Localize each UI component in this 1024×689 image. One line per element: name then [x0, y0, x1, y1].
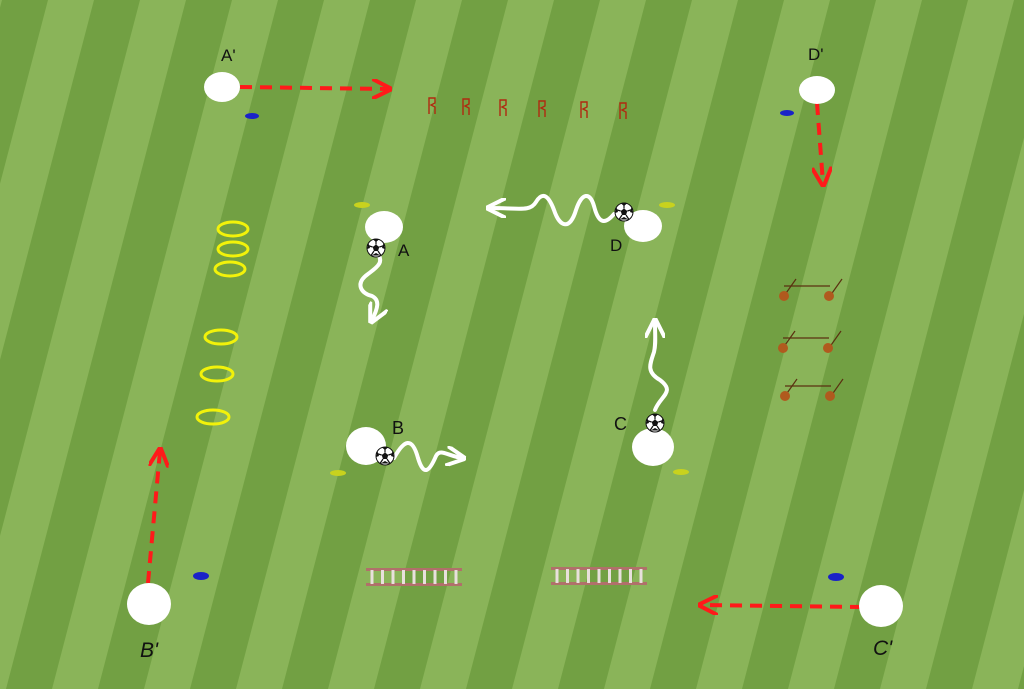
ladder-rail: [551, 582, 647, 585]
label-c-prime: C': [873, 637, 893, 660]
marker-cone-icon: [673, 469, 689, 475]
dribble-path-a: [358, 250, 380, 320]
ladder-rung: [587, 569, 590, 583]
ladder-rung: [381, 570, 384, 584]
ladder-rung: [402, 570, 405, 584]
grass-stripe: [0, 0, 2, 8]
run-arrow-a-prime: [239, 87, 388, 89]
grass-stripe: [52, 0, 278, 689]
label-c: C: [614, 414, 627, 434]
label-a-prime: A': [221, 46, 236, 65]
player-a-prime: [204, 72, 240, 102]
ladder-rung: [412, 570, 416, 584]
grass-stripe: [144, 0, 370, 689]
label-b: B: [392, 418, 404, 438]
marker-cone-icon: [245, 113, 259, 119]
agility-hoop-icon: [199, 365, 235, 383]
ladder-rung: [597, 569, 601, 583]
grass-stripe: [788, 0, 1014, 689]
grass-stripe: [512, 0, 738, 689]
ladder-rung: [433, 570, 437, 584]
mini-hurdle-icon: [778, 330, 842, 353]
grass-stripe: [420, 0, 646, 689]
label-d: D: [610, 236, 622, 255]
cones: [193, 110, 844, 581]
marker-cone-icon: [330, 470, 346, 476]
agility-hoop-icon: [195, 408, 231, 426]
player-c: [632, 428, 674, 466]
grass-stripe: [880, 137, 1024, 689]
agility-hoop-icon: [203, 328, 239, 346]
ladder-rung: [454, 570, 458, 584]
marker-cone-icon: [193, 572, 209, 580]
hurdle-column: [778, 278, 844, 401]
ladder-rung: [629, 569, 632, 583]
player-b-prime: [127, 583, 171, 625]
ladder-rung: [391, 570, 395, 584]
run-arrow-d-prime: [817, 102, 823, 183]
ladder-rung: [576, 569, 580, 583]
label-a: A: [398, 241, 410, 260]
grass-stripe: [236, 0, 462, 689]
agility-hoop-icon: [216, 220, 250, 238]
agility-hoop-icon: [213, 260, 247, 278]
marker-cone-icon: [659, 202, 675, 208]
grass-stripe: [328, 0, 554, 689]
player-d: [624, 210, 662, 242]
ladder-rung: [370, 570, 374, 584]
agility-ladder-icon: [366, 568, 462, 586]
ladder-rung: [608, 569, 611, 583]
ladder-rung: [423, 570, 426, 584]
grass-stripe: [0, 0, 94, 360]
dribble-paths: [358, 193, 669, 472]
grass-stripe: [972, 489, 1024, 689]
hoop-column-top: [213, 220, 250, 278]
label-b-prime: B': [140, 639, 159, 662]
dribble-path-c: [650, 322, 669, 412]
ladder-rung: [618, 569, 622, 583]
run-arrows: [146, 87, 863, 607]
grass-stripe: [604, 0, 830, 689]
mini-hurdle-icon: [780, 378, 844, 401]
player-labels: A' D' A D B C B' C': [140, 45, 893, 662]
player-c-prime: [859, 585, 903, 627]
marker-cone-icon: [354, 202, 370, 208]
run-arrow-b-prime: [146, 451, 160, 584]
hoop-column-bottom: [195, 328, 239, 426]
soccer-ball-icon: [375, 446, 395, 466]
marker-cone-icon: [780, 110, 794, 116]
soccer-ball-icon: [645, 413, 665, 433]
grass-stripe: [0, 0, 186, 689]
grass-stripe: [696, 0, 922, 689]
run-arrow-c-prime: [702, 605, 863, 607]
ladder-rung: [566, 569, 569, 583]
label-d-prime: D': [808, 45, 824, 64]
dribble-path-d: [490, 193, 616, 227]
player-a: [365, 211, 403, 243]
dribble-path-b: [392, 441, 462, 472]
ladder-rung: [444, 570, 447, 584]
ladder-rung: [555, 569, 559, 583]
ladder-rail: [551, 567, 647, 570]
ladder-rung: [639, 569, 643, 583]
agility-hoop-icon: [216, 240, 250, 258]
marker-cone-icon: [828, 573, 844, 581]
ladder-rail: [366, 583, 462, 586]
agility-ladder-icon: [551, 567, 647, 585]
soccer-ball-icon: [614, 202, 634, 222]
soccer-ball-icon: [366, 238, 386, 258]
ladder-rail: [366, 568, 462, 571]
mini-hurdle-icon: [779, 278, 843, 301]
player-d-prime: [799, 76, 835, 104]
